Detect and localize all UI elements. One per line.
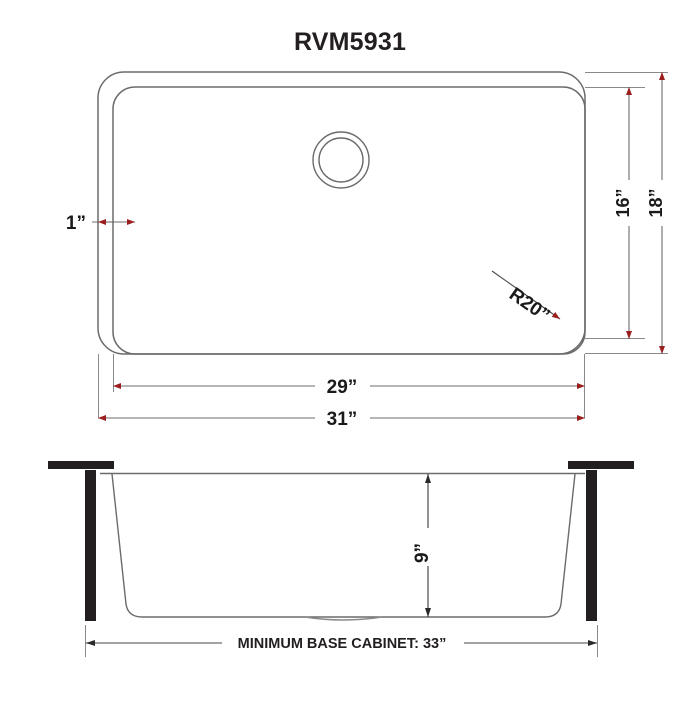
dimension-label-1in: 1”	[66, 213, 86, 234]
horizontal-dimension-group: 29” 31”	[98, 354, 585, 430]
sink-rim-outline	[97, 71, 586, 355]
bowl-section-profile	[111, 473, 576, 618]
dimension-label-16: 16”	[613, 188, 633, 217]
drain-opening	[312, 131, 370, 189]
top-view-sink-outline	[97, 71, 586, 355]
sink-bowl-outline	[112, 86, 586, 355]
countertop-right	[568, 461, 634, 469]
corner-radius-dimension-group: R20”	[491, 270, 561, 327]
rim-offset-dimension-group: 1”	[66, 213, 135, 234]
vertical-dimension-group: 16” 18”	[585, 72, 668, 354]
countertop-left	[48, 461, 114, 469]
cabinet-wall-right	[586, 470, 597, 621]
dimension-label-29: 29”	[327, 377, 358, 398]
drain-inner-circle	[318, 137, 364, 183]
dimension-label-9: 9”	[412, 543, 433, 563]
cabinet-wall-left	[85, 470, 96, 621]
dimension-label-min-base-cabinet: MINIMUM BASE CABINET: 33”	[238, 636, 447, 652]
drain-section-indicator	[304, 616, 383, 621]
dimension-label-r20: R20”	[505, 284, 553, 327]
front-section-view: 9” MINIMUM BASE CABINET: 33”	[48, 461, 634, 657]
dimension-label-31: 31”	[327, 409, 358, 430]
dimension-label-18: 18”	[646, 188, 666, 217]
leader-line-r20	[491, 270, 561, 320]
drain-outer-circle	[312, 131, 370, 189]
page-title: RVM5931	[293, 28, 407, 56]
